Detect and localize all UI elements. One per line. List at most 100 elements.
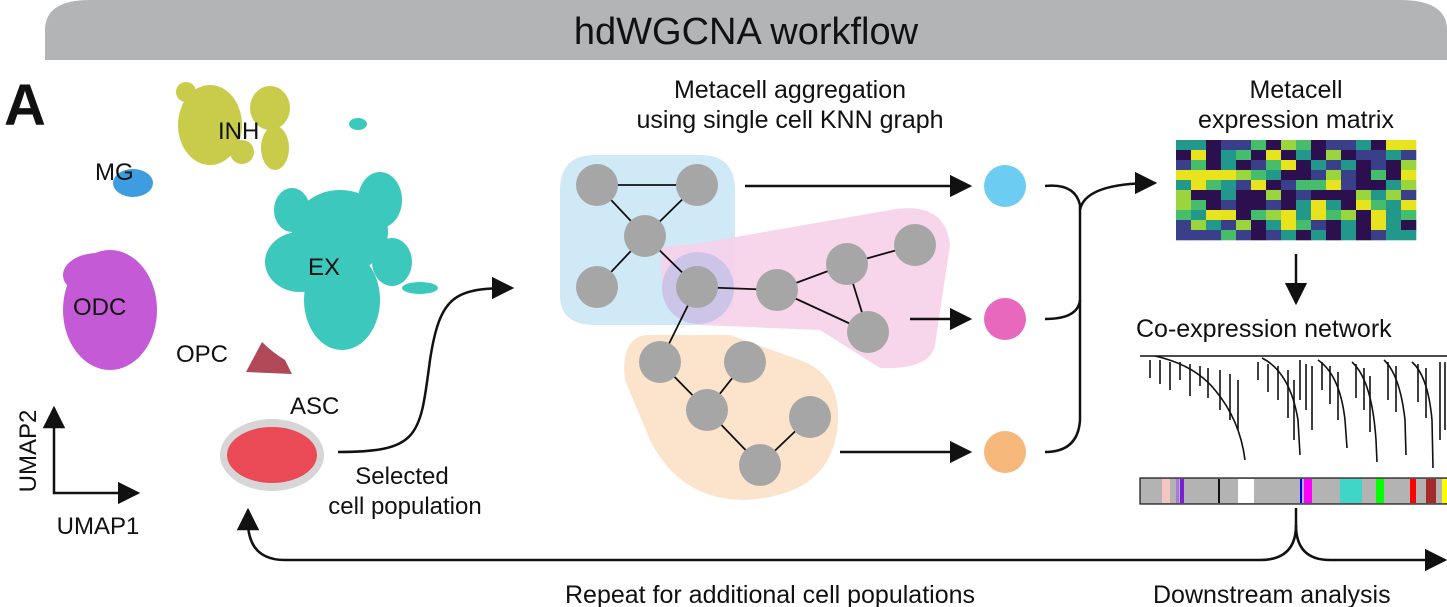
heatmap-cell: [1281, 210, 1297, 221]
knn-node: [894, 224, 936, 266]
heatmap-cell: [1326, 230, 1342, 241]
heatmap-cell: [1296, 210, 1312, 221]
heatmap-cell: [1281, 180, 1297, 191]
knn-title-line2: using single cell KNN graph: [636, 106, 943, 134]
heatmap-cell: [1371, 140, 1387, 151]
heatmap-cell: [1311, 170, 1327, 181]
heatmap-cell: [1221, 150, 1237, 161]
heatmap-cell: [1401, 160, 1417, 171]
cluster-label-opc: OPC: [176, 341, 228, 368]
heatmap-cell: [1311, 220, 1327, 231]
heatmap-cell: [1191, 160, 1207, 171]
heatmap-cell: [1356, 230, 1372, 241]
heatmap-cell: [1386, 180, 1402, 191]
module-color-stripe: [1180, 479, 1184, 503]
module-color-stripe: [1238, 479, 1254, 503]
heatmap-cell: [1206, 140, 1222, 151]
heatmap-cell: [1341, 170, 1357, 181]
heatmap-cell: [1356, 180, 1372, 191]
header-title: hdWGCNA workflow: [574, 11, 919, 53]
network-title: Co-expression network: [1136, 315, 1392, 343]
heatmap-cell: [1341, 160, 1357, 171]
heatmap-cell: [1401, 150, 1417, 161]
knn-node: [639, 341, 681, 383]
heatmap-cell: [1326, 170, 1342, 181]
heatmap-cell: [1266, 190, 1282, 201]
heatmap-cell: [1401, 180, 1417, 191]
heatmap-cell: [1341, 210, 1357, 221]
heatmap-cell: [1341, 200, 1357, 211]
heatmap-cell: [1221, 220, 1237, 231]
heatmap-cell: [1176, 220, 1192, 231]
knn-nodes: [576, 164, 936, 486]
heatmap-cell: [1206, 230, 1222, 241]
heatmap-cell: [1176, 160, 1192, 171]
heatmap-cell: [1266, 180, 1282, 191]
knn-group-orange: [624, 335, 839, 500]
heatmap-cell: [1236, 200, 1252, 211]
selected-label-line2: cell population: [328, 493, 481, 520]
cluster-label-odc: ODC: [73, 294, 126, 321]
heatmap-cell: [1311, 200, 1327, 211]
cluster-asc: [220, 419, 324, 491]
heatmap-cell: [1281, 190, 1297, 201]
dendrogram: [1140, 355, 1447, 469]
umap-axis-y-label: UMAP2: [15, 410, 42, 493]
heatmap-cell: [1386, 150, 1402, 161]
heatmap-cell: [1371, 160, 1387, 171]
heatmap-cell: [1311, 210, 1327, 221]
heatmap-cell: [1266, 170, 1282, 181]
heatmap-cell: [1221, 210, 1237, 221]
footer-repeat-label: Repeat for additional cell populations: [565, 581, 975, 607]
metacell-blue: [984, 165, 1026, 207]
heatmap-cell: [1206, 160, 1222, 171]
matrix-title-line2: expression matrix: [1198, 106, 1394, 134]
knn-node: [576, 266, 618, 308]
heatmap-cell: [1251, 230, 1267, 241]
heatmap-cell: [1356, 150, 1372, 161]
heatmap-cell: [1251, 210, 1267, 221]
heatmap-cell: [1236, 150, 1252, 161]
module-color-stripe: [1376, 479, 1384, 503]
heatmap-cell: [1401, 200, 1417, 211]
cluster-label-asc: ASC: [290, 393, 339, 420]
heatmap-cell: [1356, 140, 1372, 151]
heatmap-cell: [1191, 180, 1207, 191]
arrow-downstream: [1294, 524, 1447, 572]
heatmap-cell: [1311, 150, 1327, 161]
footer-downstream-label: Downstream analysis: [1153, 581, 1391, 607]
heatmap-cell: [1251, 140, 1267, 151]
knn-node: [826, 243, 868, 285]
heatmap-cell: [1401, 220, 1417, 231]
heatmap-cell: [1176, 180, 1192, 191]
heatmap-cell: [1401, 140, 1417, 151]
heatmap-cell: [1326, 150, 1342, 161]
knn-node: [686, 389, 728, 431]
heatmap-cell: [1371, 200, 1387, 211]
heatmap-cell: [1176, 190, 1192, 201]
heatmap-cell: [1386, 170, 1402, 181]
heatmap-cell: [1191, 140, 1207, 151]
heatmap-cell: [1296, 220, 1312, 231]
selected-label-line1: Selected: [355, 463, 448, 490]
heatmap-cell: [1371, 210, 1387, 221]
heatmap-cell: [1296, 190, 1312, 201]
heatmap-cell: [1386, 220, 1402, 231]
knn-title-line1: Metacell aggregation: [674, 76, 906, 104]
heatmap-cell: [1371, 220, 1387, 231]
heatmap-cell: [1176, 170, 1192, 181]
heatmap-cell: [1371, 170, 1387, 181]
heatmap-cell: [1176, 200, 1192, 211]
heatmap-cell: [1251, 170, 1267, 181]
heatmap-cell: [1341, 140, 1357, 151]
heatmap-cell: [1341, 230, 1357, 241]
knn-node: [676, 266, 718, 308]
heatmap-cell: [1356, 220, 1372, 231]
heatmap-cell: [1326, 200, 1342, 211]
module-color-stripe: [1426, 479, 1436, 503]
heatmap-cell: [1251, 160, 1267, 171]
umap-plot: INH MG EX ODC OPC ASC UMAP2 UMAP1: [15, 82, 438, 540]
knn-node: [789, 396, 831, 438]
heatmap-cell: [1251, 200, 1267, 211]
cluster-ex: [265, 172, 438, 350]
